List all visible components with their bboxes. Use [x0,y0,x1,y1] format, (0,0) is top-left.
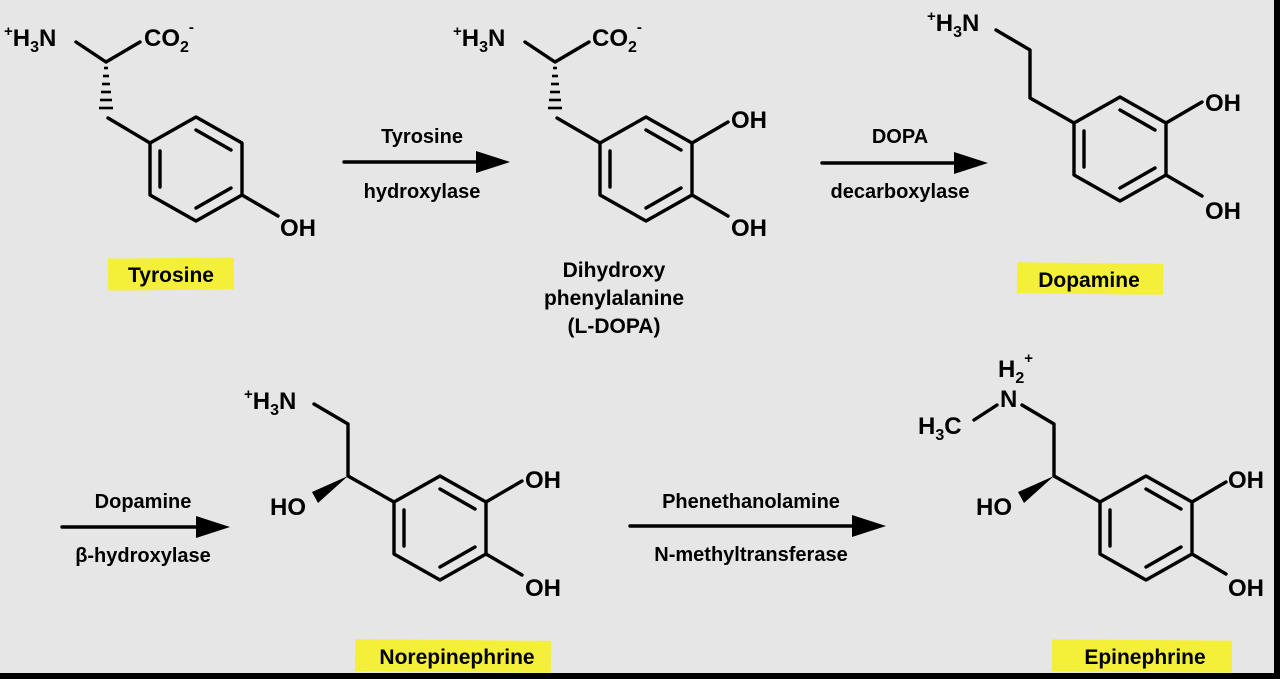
dopamine-structure: +H3N OH OH Dopamine [927,8,1241,295]
epinephrine-oh-bottom-label: OH [1228,575,1264,602]
norepinephrine-oh-bonds [484,479,524,577]
tyrosine-amine-label: +H3N [4,23,56,56]
ldopa-name-line-1: Dihydroxy [563,259,666,282]
enzyme-4-line-2: N-methyltransferase [654,544,847,566]
epinephrine-oh-bonds [1190,480,1228,576]
epinephrine-chain-bonds [1020,403,1102,504]
epinephrine-wedge-bond [1018,476,1054,503]
epinephrine-benzene-ring [1098,474,1194,582]
norepinephrine-ho-label: HO [270,494,306,521]
epinephrine-ring-double-bonds [1108,487,1183,569]
norepinephrine-highlight [354,639,552,673]
pnmt-step: Phenethanolamine N-methyltransferase [628,491,886,566]
tyrosine-highlight [107,257,235,291]
enzyme-2-line-1: DOPA [872,126,928,148]
enzyme-3-line-1: Dopamine [95,491,192,513]
epinephrine-name: Epinephrine [1084,646,1205,669]
tyrosine-hashed-wedge [99,66,113,110]
tyrosine-ring-double-bonds [158,128,233,210]
arrow-4-head [852,515,886,537]
ldopa-oh-top-label: OH [731,107,767,134]
dopa-decarboxylase-step: DOPA decarboxylase [820,126,988,203]
tyrosine-ch2-bond [106,116,152,145]
dopamine-oh-top-label: OH [1205,90,1241,117]
norepinephrine-structure: +H3N HO OH OH Norepinephrine [244,386,561,673]
ldopa-name-line-2: phenylalanine [544,287,684,310]
ldopa-name-line-3: (L-DOPA) [568,315,661,338]
dopamine-ring-double-bonds [1082,108,1157,190]
dopamine-oh-bottom-label: OH [1205,198,1241,225]
epinephrine-methyl-label: H3C [918,413,962,444]
tyrosine-hydroxylase-step: Tyrosine hydroxylase [342,126,510,203]
dopamine-highlight [1016,262,1164,295]
tyrosine-structure: +H3N CO2- OH Tyrosine [4,19,316,291]
ldopa-benzene-ring [598,115,694,223]
tyrosine-oh-label: OH [280,215,316,242]
norepinephrine-name: Norepinephrine [379,646,534,669]
norepinephrine-chain-bonds [312,402,396,504]
enzyme-1-line-1: Tyrosine [381,126,463,148]
tyrosine-oh-bond [240,193,280,218]
ldopa-backbone-bonds [523,40,591,64]
norepinephrine-oh-top-label: OH [525,467,561,494]
ldopa-ch2-bond [555,116,602,145]
ldopa-ring-double-bonds [608,128,683,210]
arrow-3-head [196,516,230,538]
ldopa-oh-bonds [690,120,730,218]
tyrosine-carboxylate-label: CO2- [144,19,194,56]
enzyme-2-line-2: decarboxylase [831,181,970,203]
enzyme-3-line-2: β-hydroxylase [75,545,211,567]
dopamine-oh-bonds [1164,100,1204,198]
ldopa-structure: +H3N CO2- OH OH Dihydroxy phenylalanine … [453,19,767,338]
dopamine-benzene-ring [1072,95,1168,203]
norepinephrine-oh-bottom-label: OH [525,575,561,602]
dopamine-chain-bonds [994,28,1076,125]
epinephrine-highlight [1051,639,1233,673]
ldopa-hashed-wedge [548,66,562,110]
norepinephrine-benzene-ring [392,474,488,582]
enzyme-1-line-2: hydroxylase [364,181,481,203]
ldopa-oh-bottom-label: OH [731,215,767,242]
dopamine-name: Dopamine [1038,269,1140,292]
enzyme-4-line-1: Phenethanolamine [662,491,840,513]
tyrosine-backbone-bonds [74,40,142,64]
tyrosine-benzene-ring [148,115,244,223]
tyrosine-name: Tyrosine [128,264,214,287]
epinephrine-methyl-bond [972,403,999,422]
epinephrine-nh2-label: H2+ [998,350,1033,387]
norepinephrine-ring-double-bonds [402,487,477,569]
arrow-1-head [476,151,510,173]
dopamine-hydroxylase-step: Dopamine β-hydroxylase [60,491,230,567]
epinephrine-ho-label: HO [976,494,1012,521]
epinephrine-n-label: N [1000,386,1017,413]
ldopa-amine-label: +H3N [453,23,505,56]
norepinephrine-amine-label: +H3N [244,386,296,419]
epinephrine-structure: H2+ N H3C HO OH OH Epinephrine [918,350,1264,673]
epinephrine-oh-top-label: OH [1228,467,1264,494]
norepinephrine-wedge-bond [312,476,348,503]
arrow-2-head [954,152,988,174]
ldopa-carboxylate-label: CO2- [592,19,642,56]
dopamine-amine-label: +H3N [927,8,979,41]
